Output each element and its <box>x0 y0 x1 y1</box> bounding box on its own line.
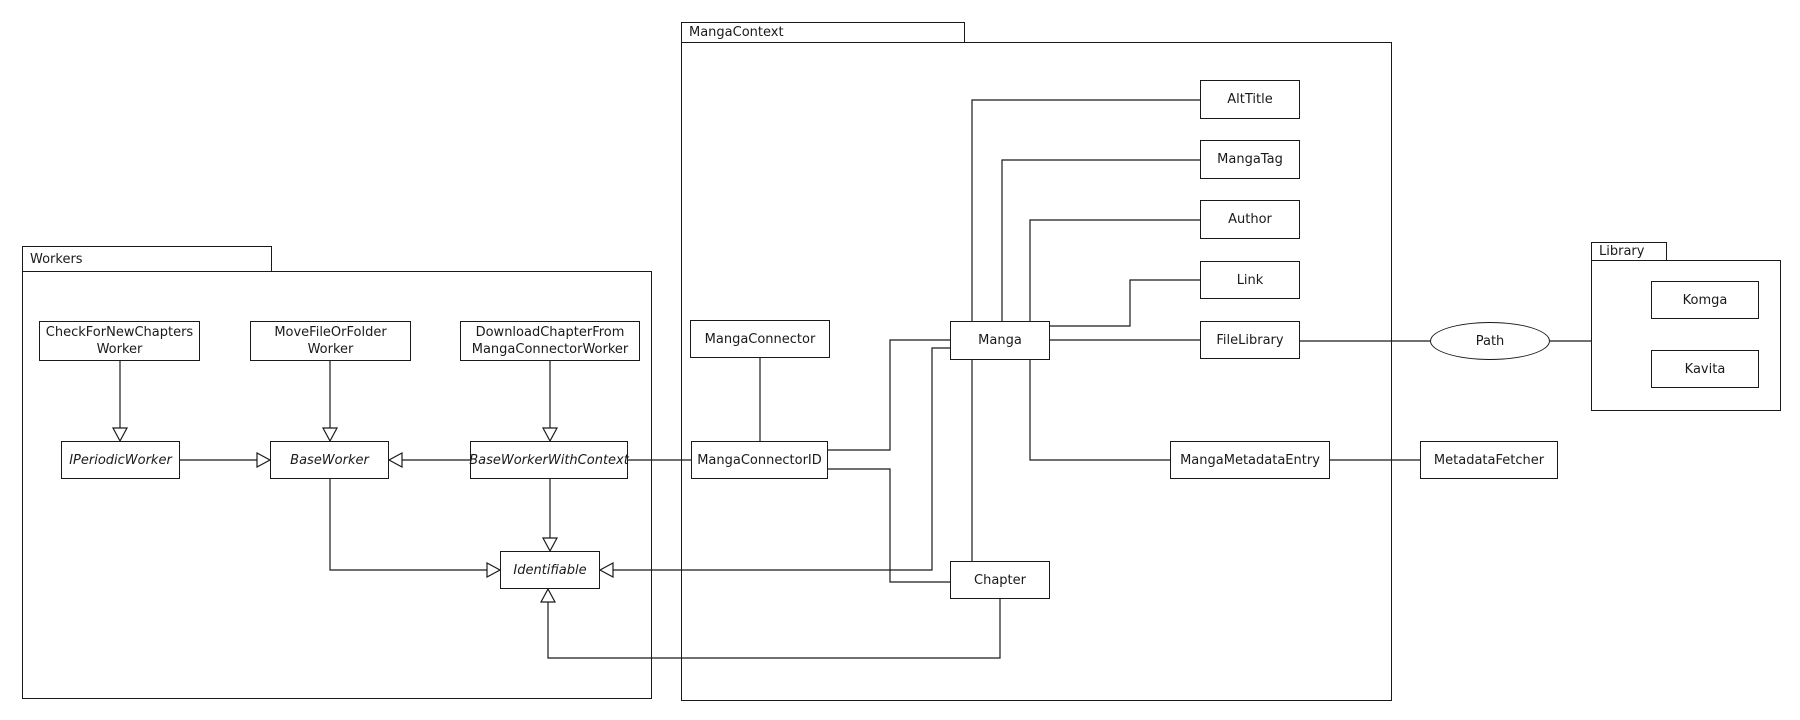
node-label: Link <box>1236 272 1264 288</box>
node-label: Chapter <box>974 572 1026 588</box>
node-label: MangaMetadataEntry <box>1180 452 1320 468</box>
edge-mangaconnectorid-chapter <box>828 468 950 583</box>
edge-baseworker-identifiable <box>329 479 488 571</box>
edge-manga-mangametadataentry <box>1029 359 1170 461</box>
package-tab-library: Library <box>1591 242 1667 261</box>
node-base-worker: BaseWorker <box>270 441 389 479</box>
arrowhead-into-iperiodicworker-top <box>111 427 129 443</box>
node-check-for-new-chapters-worker: CheckForNewChapters Worker <box>39 321 200 361</box>
node-manga-connector-id: MangaConnectorID <box>691 441 828 479</box>
arrowhead-into-identifiable-left <box>486 561 502 579</box>
arrowhead-into-baseworkerwithcontext-top <box>541 427 559 443</box>
node-komga: Komga <box>1651 281 1759 319</box>
arrowhead-into-identifiable-right <box>598 561 614 579</box>
node-manga-tag: MangaTag <box>1200 140 1300 179</box>
arrowhead-into-identifiable-top <box>541 537 559 553</box>
edge-chapter-identifiable <box>547 599 1001 659</box>
node-identifiable: Identifiable <box>500 551 600 589</box>
node-iperiodic-worker: IPeriodicWorker <box>61 441 180 479</box>
node-base-worker-with-context: BaseWorkerWithContext <box>469 441 629 479</box>
node-label: Worker <box>96 342 143 357</box>
node-kavita: Kavita <box>1651 350 1759 388</box>
node-link: Link <box>1200 261 1300 299</box>
package-body-library <box>1591 260 1781 411</box>
node-label: MoveFileOrFolder <box>274 325 387 340</box>
node-label: Manga <box>978 333 1022 348</box>
edge-mangaconnectorid-manga <box>828 339 950 451</box>
node-label: Identifiable <box>513 562 587 578</box>
node-label: FileLibrary <box>1216 332 1284 348</box>
node-manga-metadata-entry: MangaMetadataEntry <box>1170 441 1330 479</box>
node-label: Path <box>1475 333 1505 349</box>
node-label: CheckForNewChapters <box>45 325 194 340</box>
node-move-file-or-folder-worker: MoveFileOrFolder Worker <box>250 321 411 361</box>
package-body-manga-context <box>681 42 1392 701</box>
edge-manga-identifiable <box>612 347 950 571</box>
node-label: Komga <box>1682 292 1728 308</box>
node-label: MangaConnector <box>704 331 816 347</box>
package-body-workers <box>22 271 652 699</box>
node-label: Worker <box>307 342 354 357</box>
package-tab-workers: Workers <box>22 246 272 272</box>
node-label: MangaConnectorWorker <box>471 342 629 357</box>
node-label: AltTitle <box>1227 92 1273 107</box>
edge-author-manga <box>1029 219 1200 321</box>
node-label: Kavita <box>1684 361 1726 377</box>
node-label: MangaConnectorID <box>697 452 822 468</box>
node-label: BaseWorkerWithContext <box>469 452 629 468</box>
node-metadata-fetcher: MetadataFetcher <box>1420 441 1558 479</box>
package-manga-context-label: MangaContext <box>689 25 784 40</box>
node-author: Author <box>1200 200 1300 239</box>
arrowhead-into-baseworker-right <box>387 451 403 469</box>
package-library-label: Library <box>1599 244 1645 259</box>
node-path-ellipse: Path <box>1430 322 1550 360</box>
node-label: MangaTag <box>1217 152 1283 167</box>
node-chapter: Chapter <box>950 561 1050 599</box>
node-manga: Manga <box>950 321 1050 360</box>
arrowhead-into-baseworker-left <box>256 451 272 469</box>
node-download-chapter-from-manga-connector-worker: DownloadChapterFrom MangaConnectorWorker <box>460 321 640 361</box>
node-label: IPeriodicWorker <box>69 452 172 468</box>
edge-mangatag-manga <box>1001 159 1200 321</box>
arrowhead-into-identifiable-bottom <box>539 587 557 603</box>
node-label: MetadataFetcher <box>1433 452 1545 468</box>
package-workers-label: Workers <box>30 251 83 267</box>
node-alt-title: AltTitle <box>1200 80 1300 119</box>
node-label: BaseWorker <box>290 452 369 468</box>
edge-alttitle-manga <box>971 99 1200 321</box>
node-file-library: FileLibrary <box>1200 321 1300 359</box>
arrowhead-into-baseworker-top <box>321 427 339 443</box>
edge-manga-link <box>1050 279 1200 327</box>
node-manga-connector: MangaConnector <box>690 320 830 358</box>
node-label: DownloadChapterFrom <box>475 325 625 340</box>
node-label: Author <box>1228 212 1272 227</box>
